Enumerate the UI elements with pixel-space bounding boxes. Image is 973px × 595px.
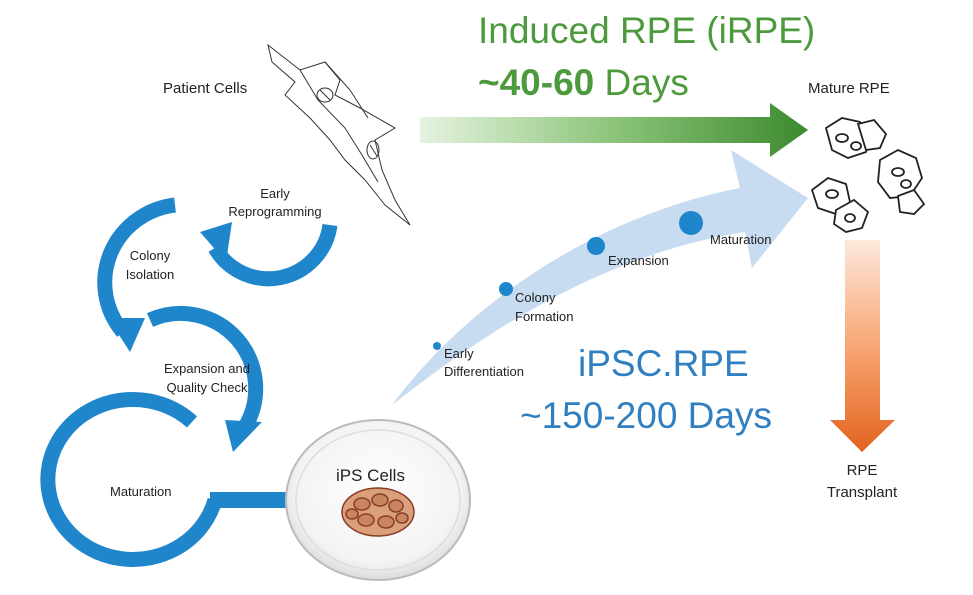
petri-dish xyxy=(285,419,471,581)
expansion-label: Expansion xyxy=(608,253,669,268)
cycle-arc-early-reprogramming xyxy=(208,223,338,287)
expansion-quality-label-line2: Quality Check xyxy=(166,380,248,395)
colony-formation-label-line1: Colony xyxy=(515,290,556,305)
irpe-arrow xyxy=(420,103,808,157)
cycle-maturation-label: Maturation xyxy=(110,484,172,499)
irpe-duration-unit: Days xyxy=(594,62,689,103)
early-differentiation-label-line1: Early xyxy=(444,346,474,361)
ipsc-title: iPSC.RPE xyxy=(578,343,749,384)
irpe-title: Induced RPE (iRPE) xyxy=(478,10,816,51)
early-reprogramming-label-line2: Reprogramming xyxy=(228,204,322,219)
rpe-transplant-label-line2: Transplant xyxy=(826,484,898,501)
patient-cells-sketch xyxy=(267,43,411,226)
rpe-transplant-label-line1: RPE xyxy=(846,462,878,479)
expansion-quality-label-line1: Expansion and xyxy=(163,361,250,376)
cycle-arc-expansion xyxy=(146,306,264,431)
colony-isolation-label-line1: Colony xyxy=(129,248,171,263)
early-differentiation-label-line2: Differentiation xyxy=(444,364,524,379)
early-differentiation-dot xyxy=(433,342,441,350)
ipsc-pathway-arrow xyxy=(392,150,808,405)
reprogramming-cycle xyxy=(40,197,338,567)
ips-cell-colony xyxy=(341,487,415,537)
maturation-dot xyxy=(679,211,703,235)
patient-cells-label: Patient Cells xyxy=(163,80,248,97)
colony-formation-label-line2: Formation xyxy=(515,309,574,324)
arrowhead-expansion xyxy=(225,420,262,452)
colony-formation-dot xyxy=(499,282,513,296)
expansion-dot xyxy=(587,237,605,255)
irpe-duration-bold: ~40-60 xyxy=(478,62,595,103)
ipsc-duration: ~150-200 Days xyxy=(520,395,772,436)
arrowhead-early-reprogramming xyxy=(200,222,232,262)
arrowhead-colony-isolation xyxy=(108,318,145,352)
cycle-arc-colony-isolation xyxy=(97,197,177,337)
colony-isolation-label-line2: Isolation xyxy=(125,267,175,282)
pathway-maturation-label: Maturation xyxy=(710,232,772,247)
transplant-arrow xyxy=(830,240,895,452)
mature-rpe-cells xyxy=(810,117,926,233)
cycle-arc-maturation xyxy=(40,392,223,567)
early-reprogramming-label-line1: Early xyxy=(260,186,290,201)
mature-rpe-label: Mature RPE xyxy=(808,80,890,97)
irpe-duration: ~40-60 Days xyxy=(478,62,689,104)
ips-cells-label: iPS Cells xyxy=(336,466,405,485)
